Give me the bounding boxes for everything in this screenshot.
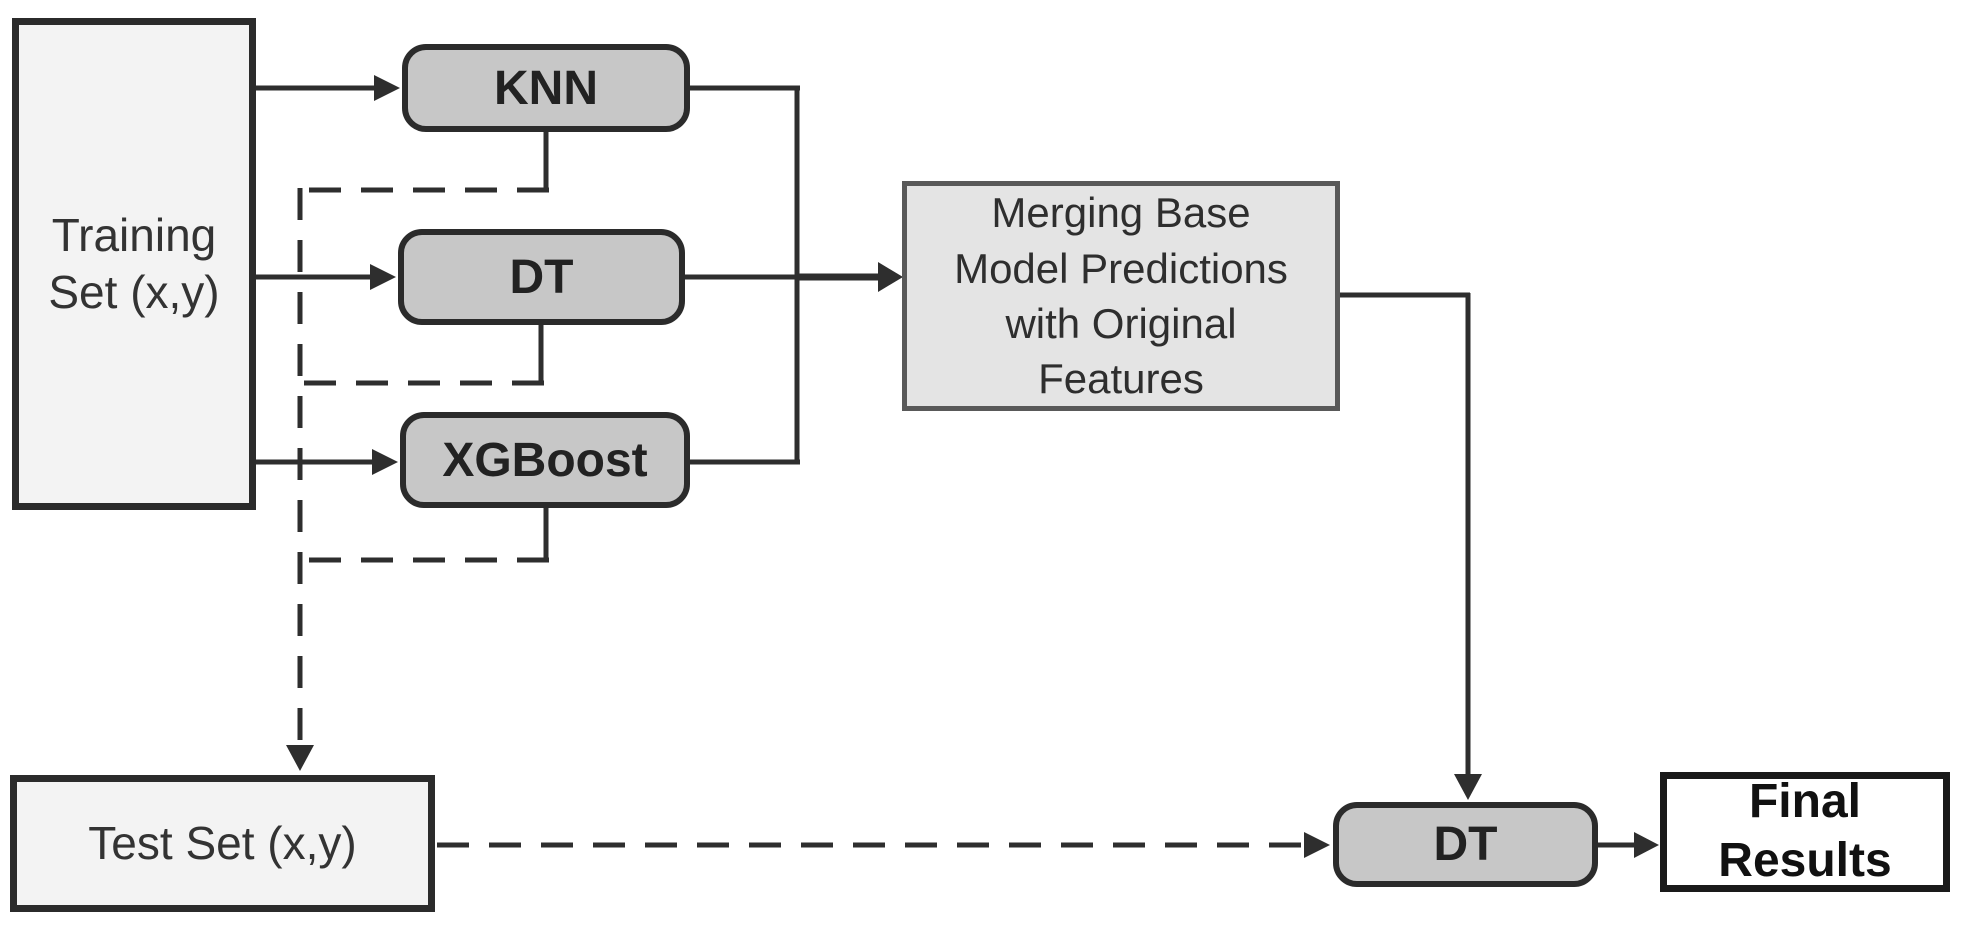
arrowhead-training-to-knn — [374, 75, 400, 101]
test-set-label: Test Set (x,y) — [88, 816, 357, 869]
training-set-label-line1: Training — [51, 208, 217, 261]
arrowhead-to-test — [286, 745, 314, 771]
arrowhead-training-to-xgboost — [372, 449, 398, 475]
dt-base-label: DT — [509, 250, 574, 304]
node-training-set: Training Set (x,y) — [12, 18, 256, 510]
node-xgboost: XGBoost — [400, 412, 690, 508]
node-merging: Merging Base Model Predictions with Orig… — [902, 181, 1340, 411]
merging-label-line4: Features — [1038, 355, 1204, 403]
merging-label-line1: Merging Base — [991, 189, 1251, 237]
final-results-label-line2: Results — [1718, 834, 1892, 887]
merging-label-line2: Model Predictions — [954, 244, 1288, 292]
dt-meta-label: DT — [1433, 818, 1498, 871]
training-set-label-line2: Set (x,y) — [48, 266, 220, 318]
arrowhead-test-to-dtmeta — [1304, 832, 1330, 858]
xgboost-label: XGBoost — [442, 433, 648, 487]
arrowhead-collector-to-merging — [878, 262, 903, 292]
node-dt-meta: DT — [1333, 802, 1598, 887]
node-final-results: Final Results — [1660, 772, 1950, 892]
arrowhead-merging-to-dtmeta — [1454, 774, 1482, 800]
node-test-set: Test Set (x,y) — [10, 775, 435, 912]
merging-label-line3: with Original — [1005, 300, 1237, 347]
node-dt-base: DT — [398, 229, 685, 325]
arrowhead-training-to-dt — [370, 264, 396, 290]
arrowhead-dtmeta-to-final — [1634, 832, 1659, 858]
final-results-label-line1: Final — [1748, 775, 1861, 829]
knn-label: KNN — [494, 61, 598, 115]
node-knn: KNN — [402, 44, 690, 132]
